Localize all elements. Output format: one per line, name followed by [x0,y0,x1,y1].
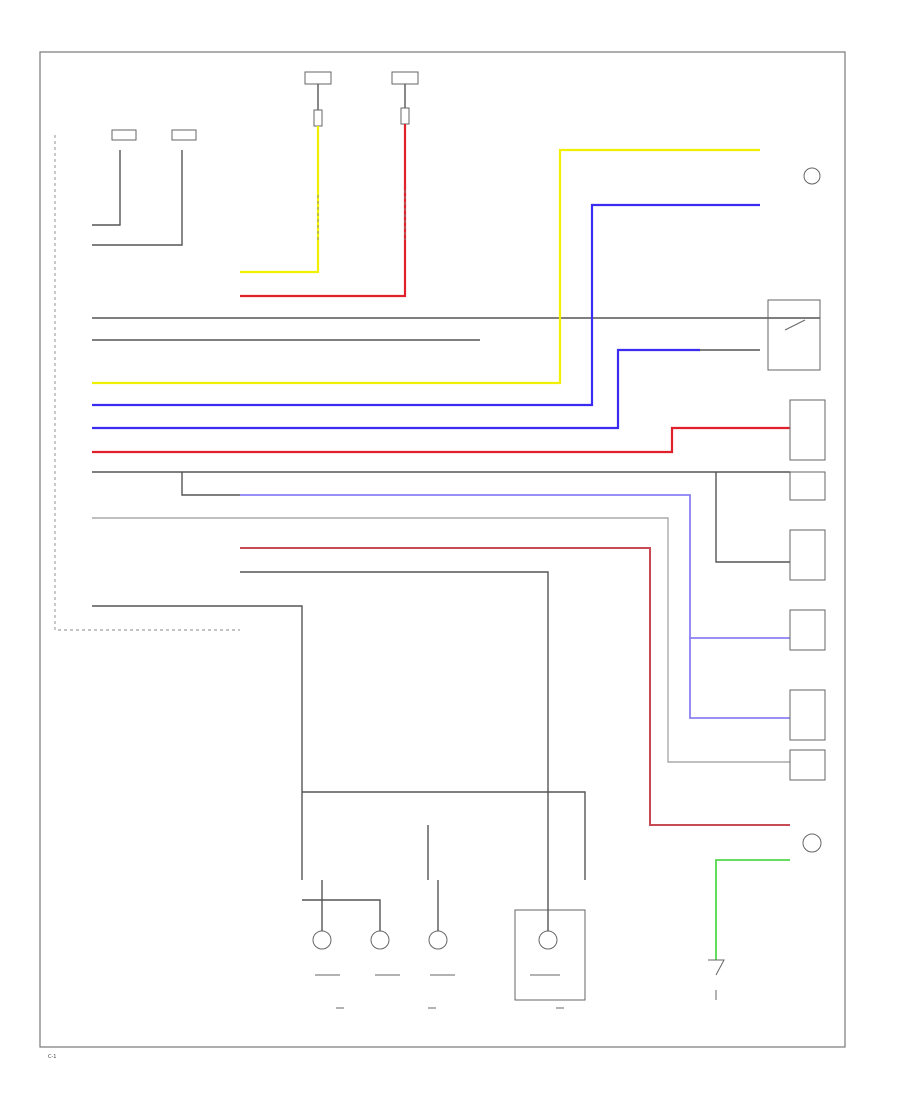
harness-lines [92,148,820,880]
cargo-lamp [708,833,822,976]
fuse-icon [400,107,410,125]
door-switches [715,399,826,781]
bulb-icon [803,167,821,185]
bulb-icon [312,930,332,950]
control-unit-outline [54,135,240,631]
fuse-icon [313,109,323,127]
bottom-lamps [302,880,586,1001]
bulb-icon [538,930,558,950]
fuse-feed-yellow [240,71,332,274]
ground-icon [336,990,717,1009]
unlock-switch [767,299,821,371]
fuse-feed-red [240,71,419,298]
diagram-frame [39,51,846,1048]
bulb-icon [428,930,448,950]
bulb-icon [370,930,390,950]
left-power-feeds [92,129,197,246]
trunk-lamp [803,167,821,185]
page-footer: C-1 [48,1054,56,1060]
bulb-icon [802,833,822,853]
